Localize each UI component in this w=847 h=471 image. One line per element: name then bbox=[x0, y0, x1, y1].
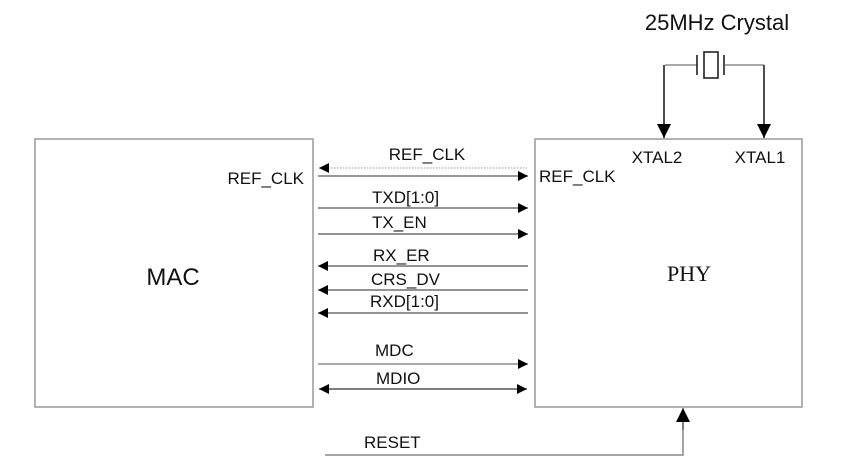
crystal-icon bbox=[657, 51, 771, 138]
svg-text:RXD[1:0]: RXD[1:0] bbox=[370, 292, 439, 311]
svg-text:RX_ER: RX_ER bbox=[373, 246, 430, 265]
phy-ref-clk-pin: REF_CLK bbox=[539, 167, 616, 186]
svg-text:TX_EN: TX_EN bbox=[372, 213, 427, 232]
signal-crs-dv: CRS_DV bbox=[318, 270, 528, 295]
crystal-title: 25MHz Crystal bbox=[645, 10, 789, 35]
signal-tx-en: TX_EN bbox=[318, 213, 528, 239]
svg-text:MDIO: MDIO bbox=[376, 369, 420, 388]
mac-label: MAC bbox=[146, 264, 199, 291]
signal-txd: TXD[1:0] bbox=[318, 188, 528, 213]
phy-label: PHY bbox=[667, 261, 711, 286]
svg-text:TXD[1:0]: TXD[1:0] bbox=[372, 188, 439, 207]
signal-mdio: MDIO bbox=[319, 369, 527, 394]
phy-xtal2-pin: XTAL2 bbox=[632, 148, 683, 167]
signal-rx-er: RX_ER bbox=[318, 246, 528, 271]
phy-xtal1-pin: XTAL1 bbox=[735, 148, 786, 167]
signal-reset: RESET bbox=[325, 408, 690, 456]
signal-ref-clk: REF_CLK bbox=[318, 145, 528, 181]
mac-ref-clk-pin: REF_CLK bbox=[227, 169, 304, 188]
signal-rxd: RXD[1:0] bbox=[318, 292, 528, 318]
svg-text:CRS_DV: CRS_DV bbox=[371, 270, 441, 289]
mac-block bbox=[34, 138, 314, 408]
svg-text:MDC: MDC bbox=[375, 341, 414, 360]
signal-mdc: MDC bbox=[318, 341, 528, 369]
svg-text:RESET: RESET bbox=[364, 433, 421, 452]
svg-text:REF_CLK: REF_CLK bbox=[389, 145, 466, 164]
phy-block bbox=[534, 138, 803, 408]
